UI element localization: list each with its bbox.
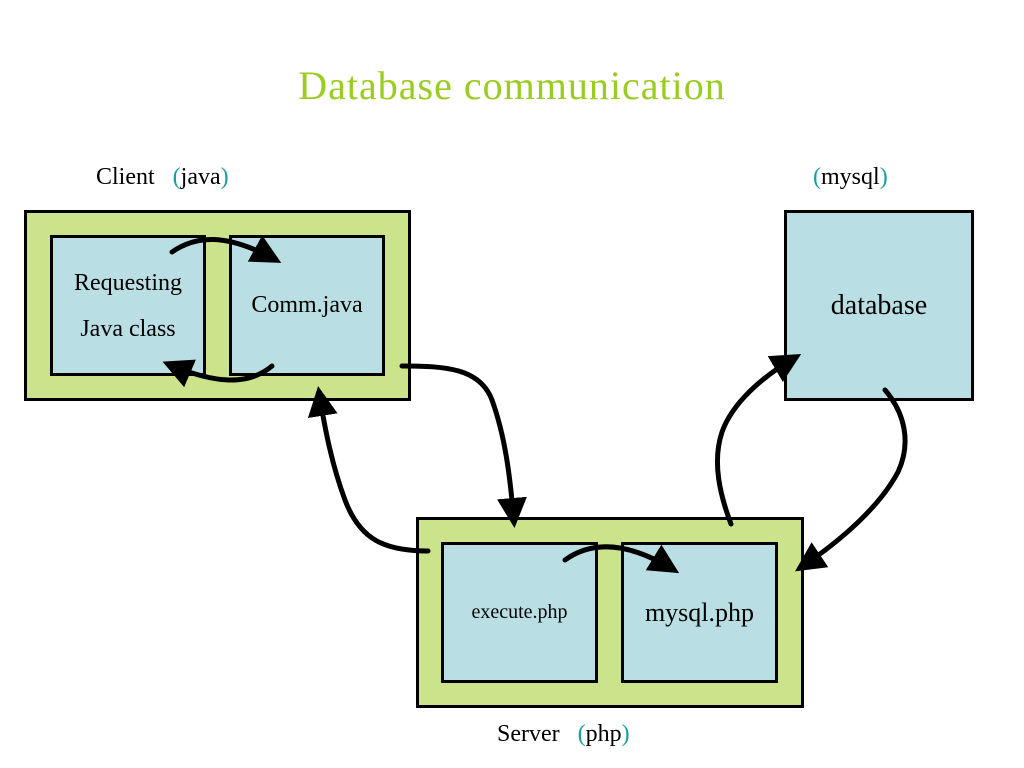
requesting-line1: Requesting bbox=[74, 269, 182, 296]
open-paren: ( bbox=[813, 164, 821, 190]
arrow-database-to-mysql bbox=[795, 387, 908, 572]
server-label: Server (php) bbox=[497, 721, 630, 748]
db-lang: mysql bbox=[821, 164, 880, 190]
mysql-php-label: mysql.php bbox=[644, 597, 755, 627]
execute-php-label: execute.php bbox=[471, 601, 568, 623]
client-lang: java bbox=[180, 164, 221, 190]
requesting-line2: Java class bbox=[80, 315, 176, 342]
client-label-text: Client bbox=[96, 164, 155, 190]
requesting-java-class-box: Requesting Java class bbox=[50, 235, 206, 376]
open-paren: ( bbox=[577, 721, 586, 747]
server-lang: php bbox=[585, 721, 622, 747]
close-paren: ) bbox=[621, 721, 630, 747]
server-label-text: Server bbox=[497, 721, 560, 747]
arrow-requesting-to-comm bbox=[169, 235, 282, 263]
close-paren: ) bbox=[879, 164, 888, 190]
db-label: (mysql) bbox=[813, 164, 888, 191]
open-paren: ( bbox=[172, 164, 181, 190]
arrow-execute-to-client bbox=[307, 386, 431, 554]
close-paren: ) bbox=[220, 164, 229, 190]
arrow-comm-to-requesting bbox=[162, 359, 275, 388]
database-label: database bbox=[830, 289, 928, 321]
arrow-mysql-to-database bbox=[714, 353, 802, 527]
database-box: database bbox=[784, 210, 974, 401]
page-title: Database communication bbox=[298, 63, 726, 108]
execute-php-box: execute.php bbox=[441, 542, 598, 683]
arrow-execute-to-mysql bbox=[562, 544, 680, 574]
comm-java-label: Comm.java bbox=[251, 292, 363, 318]
client-label: Client (java) bbox=[96, 164, 229, 191]
arrow-comm-to-execute bbox=[399, 363, 527, 528]
